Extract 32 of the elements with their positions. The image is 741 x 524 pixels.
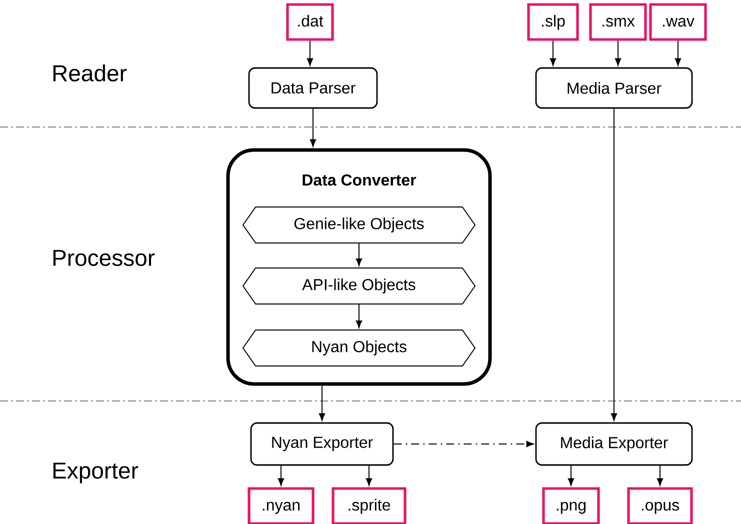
section-label: Exporter xyxy=(53,462,138,484)
file-box: .opus xyxy=(627,487,693,524)
arrow xyxy=(278,465,284,486)
arrow xyxy=(568,465,574,486)
object-hexagon: Genie-like Objects xyxy=(242,206,476,244)
file-box: .dat xyxy=(286,3,334,41)
arrow xyxy=(656,465,664,486)
arrow xyxy=(366,465,372,486)
file-box: .nyan xyxy=(248,487,314,524)
arrow xyxy=(310,108,316,147)
section-label: Processor xyxy=(53,250,155,266)
arrow xyxy=(356,304,362,328)
arrow xyxy=(306,40,314,66)
arrow xyxy=(614,40,622,66)
object-hexagon: API-like Objects xyxy=(242,268,476,304)
process-box: Data Parser xyxy=(248,67,378,109)
arrow xyxy=(393,440,534,448)
file-box: .sprite xyxy=(332,487,406,524)
arrow xyxy=(318,385,326,421)
arrow xyxy=(610,108,618,421)
process-box: Media Parser xyxy=(535,67,693,109)
file-box: .smx xyxy=(589,3,647,41)
file-box: .slp xyxy=(527,3,579,41)
file-box: .wav xyxy=(649,3,707,41)
arrow xyxy=(550,40,556,66)
file-box: .png xyxy=(542,487,600,524)
object-hexagon: Nyan Objects xyxy=(242,330,476,366)
arrow xyxy=(674,40,682,66)
section-label: Reader xyxy=(53,64,127,82)
arrow xyxy=(356,243,362,266)
process-box: Media Exporter xyxy=(535,422,693,466)
process-box: Nyan Exporter xyxy=(250,422,394,466)
